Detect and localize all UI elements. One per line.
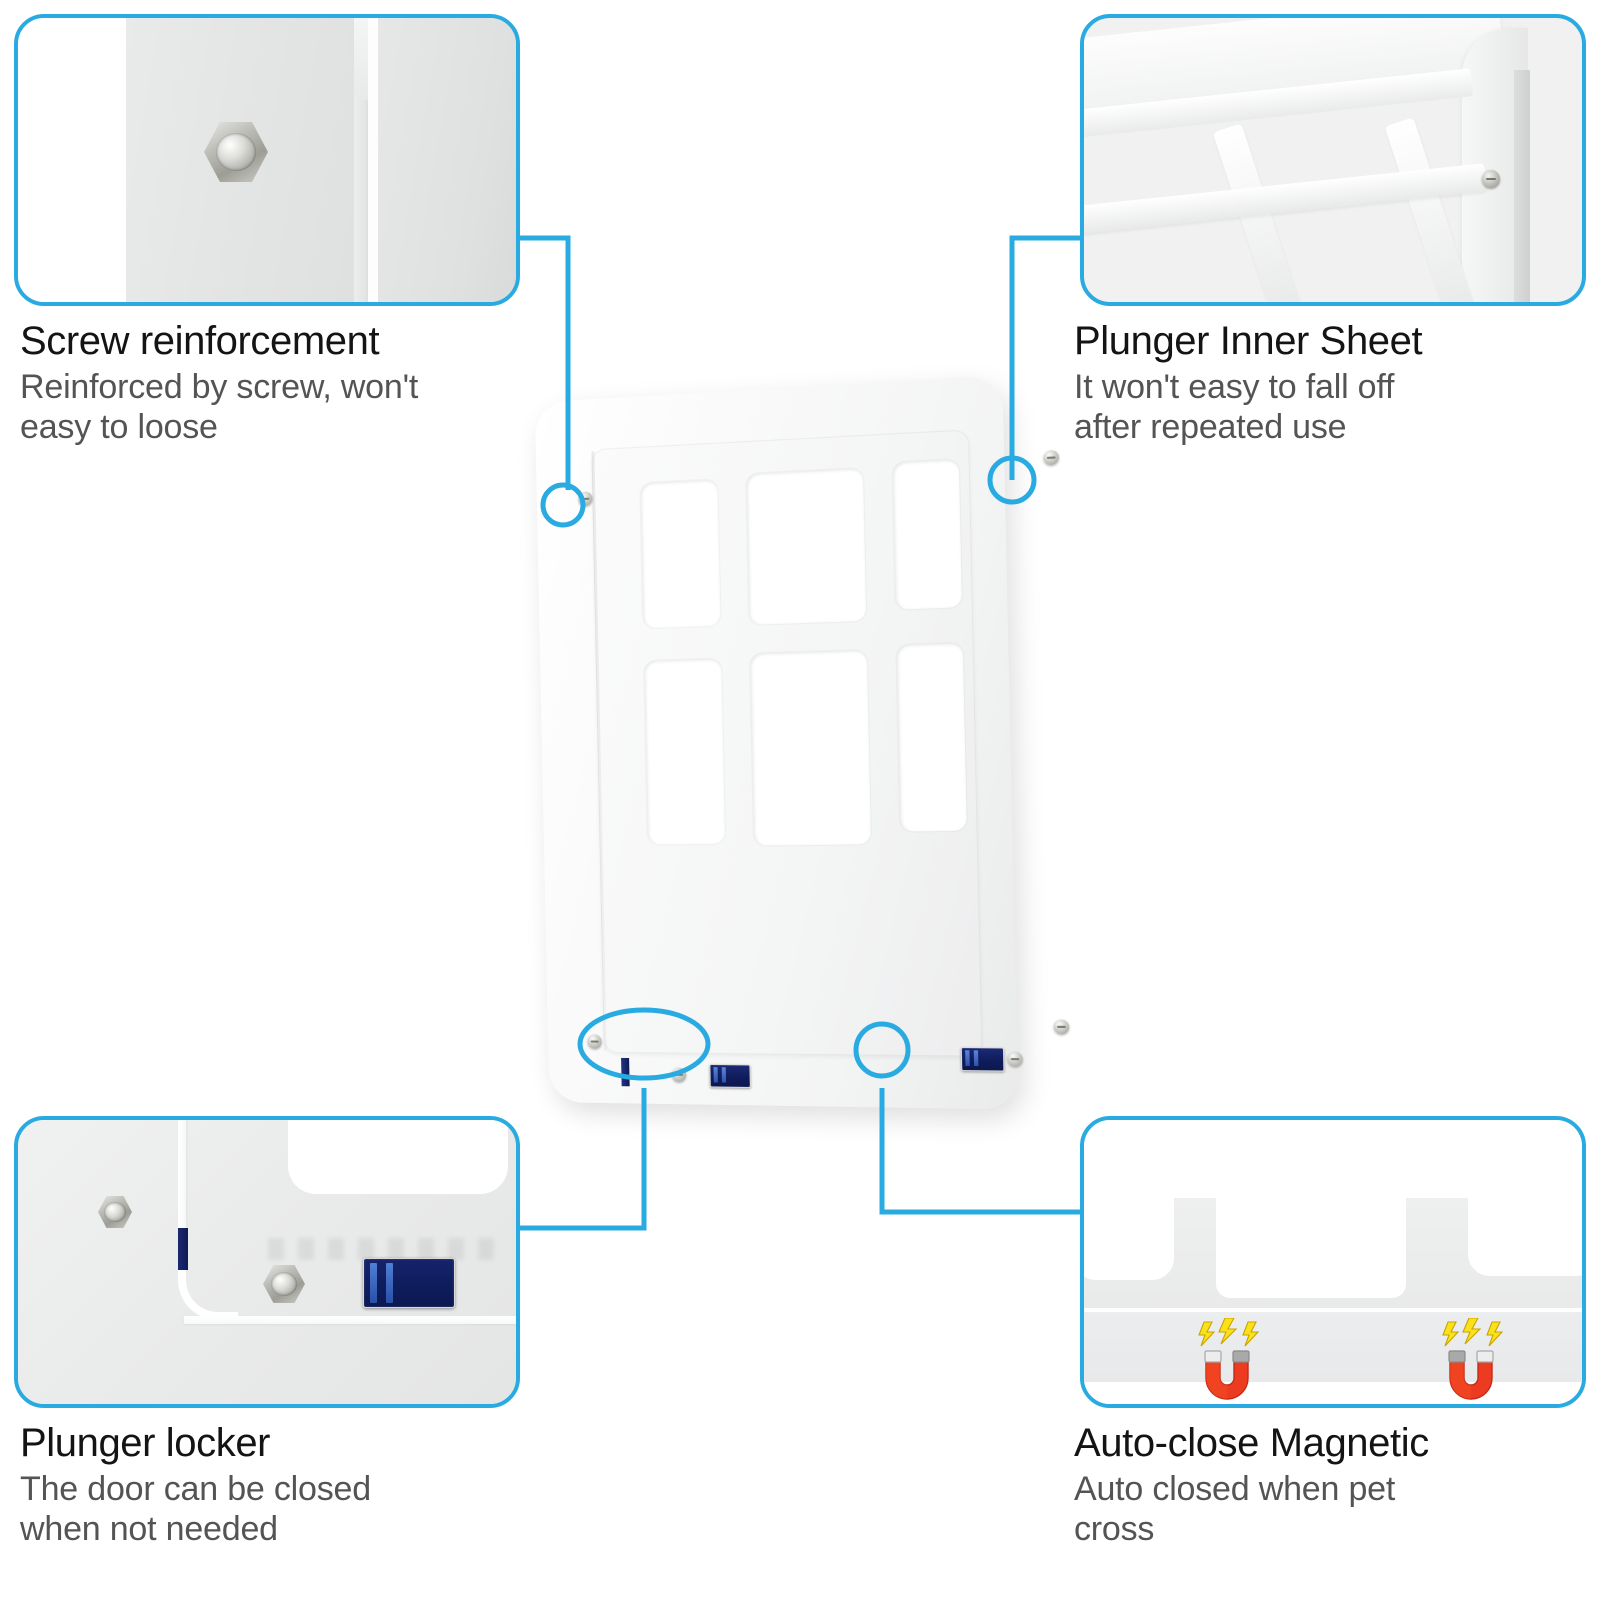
magnet-pole-right xyxy=(1232,1350,1250,1363)
screw-icon xyxy=(1043,449,1060,466)
screw-icon xyxy=(671,1067,687,1083)
grid-cutout xyxy=(892,459,963,610)
grid-cutout xyxy=(896,642,967,832)
feature-description-line: Reinforced by screw, won't xyxy=(20,368,419,407)
feature-text-auto-close-magnetic: Auto-close Magnetic Auto closed when pet… xyxy=(1074,1421,1574,1549)
magnet-pole-left xyxy=(1204,1350,1222,1363)
plunger-slider-icon xyxy=(363,1258,455,1308)
flap-cutout xyxy=(288,1120,508,1194)
magnet-strip xyxy=(621,1057,630,1087)
grid-cutout xyxy=(1468,1188,1582,1276)
flap-seam xyxy=(1084,1308,1582,1312)
feature-title: Auto-close Magnetic xyxy=(1074,1421,1429,1465)
screw-icon xyxy=(1053,1019,1070,1035)
feature-description-line: when not needed xyxy=(20,1510,278,1549)
grid-cutout xyxy=(749,649,872,846)
magnet-highlight xyxy=(1206,1358,1227,1399)
grid-cutout xyxy=(1216,1188,1406,1298)
magnet-pole-left xyxy=(1448,1350,1466,1363)
screw-icon xyxy=(578,491,593,507)
panel-white-edge xyxy=(18,18,126,302)
feature-photo-auto-close-magnetic xyxy=(1080,1116,1586,1408)
panel-door-face-right xyxy=(378,18,516,302)
grid-cutout xyxy=(746,468,867,625)
feature-description-line: Auto closed when pet xyxy=(1074,1470,1396,1509)
feature-photo-plunger-inner-sheet xyxy=(1080,14,1586,306)
feature-title: Plunger Inner Sheet xyxy=(1074,319,1423,363)
feature-photo-screw-reinforcement xyxy=(14,14,520,306)
feature-title: Plunger locker xyxy=(20,1421,271,1465)
product-photo-pet-screen-door xyxy=(520,375,1070,1140)
feature-description-line: The door can be closed xyxy=(20,1470,371,1509)
feature-description-line: cross xyxy=(1074,1510,1155,1549)
magnet-strip xyxy=(178,1228,188,1270)
panel-seam-gap xyxy=(368,18,378,302)
hex-bolt-icon xyxy=(98,1196,132,1228)
feature-text-screw-reinforcement: Screw reinforcement Reinforced by screw,… xyxy=(20,319,520,447)
magnet-highlight xyxy=(1450,1358,1471,1399)
feature-description: Auto closed when pet cross xyxy=(1074,1469,1574,1549)
grid-cutout xyxy=(643,658,726,845)
flap-lower-rail xyxy=(1084,1188,1582,1350)
feature-description-line: easy to loose xyxy=(20,408,218,447)
screw-icon xyxy=(1007,1051,1023,1067)
grid-cutout xyxy=(640,479,721,629)
horseshoe-magnet-icon xyxy=(1198,1318,1260,1400)
feature-description: The door can be closed when not needed xyxy=(20,1469,520,1549)
feature-description-line: after repeated use xyxy=(1074,408,1347,447)
horseshoe-magnet-icon xyxy=(1442,1318,1504,1400)
feature-title: Screw reinforcement xyxy=(20,319,380,363)
feature-photo-plunger-locker xyxy=(14,1116,520,1408)
screw-icon xyxy=(587,1034,602,1049)
plunger-slider-icon xyxy=(709,1063,751,1088)
door-outer-frame xyxy=(534,375,1070,1110)
magnet-pole-right xyxy=(1476,1350,1494,1363)
flap-edge-vertical xyxy=(178,1120,186,1272)
feature-text-plunger-locker: Plunger locker The door can be closed wh… xyxy=(20,1421,520,1549)
lightning-bolt-icon xyxy=(1442,1318,1504,1347)
feature-description-line: It won't easy to fall off xyxy=(1074,368,1395,407)
embossed-text xyxy=(268,1238,508,1260)
flap-edge-horizontal xyxy=(184,1316,516,1324)
feature-text-plunger-inner-sheet: Plunger Inner Sheet It won't easy to fal… xyxy=(1074,319,1574,447)
panel-bottom-edge xyxy=(1084,1382,1582,1404)
screw-icon xyxy=(1482,170,1500,188)
feature-description: It won't easy to fall off after repeated… xyxy=(1074,367,1574,447)
lightning-bolt-icon xyxy=(1198,1318,1260,1347)
plunger-slider-icon xyxy=(960,1047,1005,1072)
grid-cutout xyxy=(1084,1188,1174,1280)
frame-right-edge xyxy=(1514,70,1530,302)
feature-description: Reinforced by screw, won't easy to loose xyxy=(20,367,520,447)
hex-bolt-icon xyxy=(263,1265,305,1303)
